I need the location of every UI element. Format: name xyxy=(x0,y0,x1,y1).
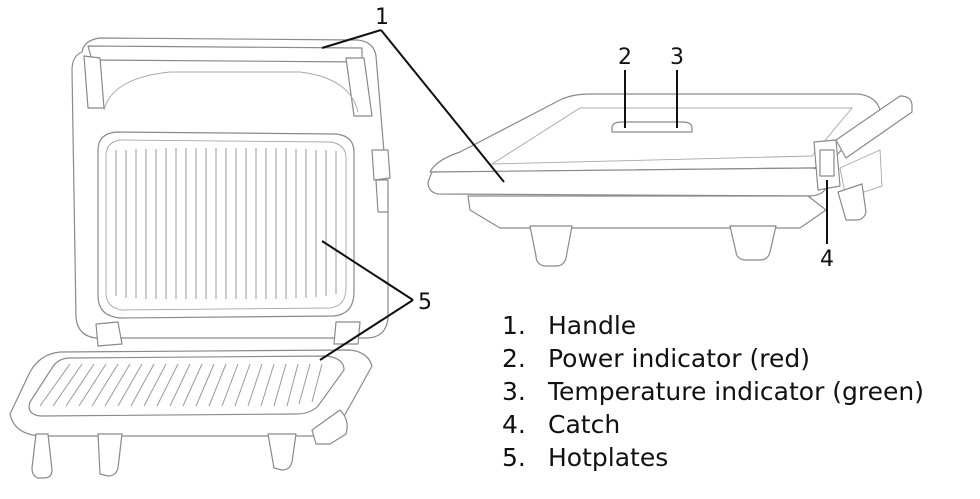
legend-label: Handle xyxy=(548,311,637,340)
legend-item-temperature-indicator: 3. Temperature indicator (green) xyxy=(502,375,924,408)
legend-item-power-indicator: 2. Power indicator (red) xyxy=(502,342,924,375)
upper-hotplate-ribs xyxy=(115,148,337,299)
legend-item-handle: 1. Handle xyxy=(502,309,924,342)
leader-5-to-lower-plate xyxy=(319,299,414,361)
legend-number: 1. xyxy=(502,311,526,340)
callout-2: 2 xyxy=(618,45,632,70)
lower-hotplate-ribs xyxy=(39,363,323,407)
legend-item-hotplates: 5. Hotplates xyxy=(502,441,924,474)
legend-label: Power indicator (red) xyxy=(548,344,811,373)
legend-number: 2. xyxy=(502,344,526,373)
parts-legend: 1. Handle 2. Power indicator (red) 3. Tempe… xyxy=(502,309,924,474)
callout-5: 5 xyxy=(418,290,432,315)
legend-label: Temperature indicator (green) xyxy=(548,377,925,406)
legend-number: 4. xyxy=(502,410,526,439)
legend-label: Hotplates xyxy=(548,443,669,472)
open-grill-illustration xyxy=(9,37,391,479)
legend-number: 3. xyxy=(502,377,526,406)
leader-lines xyxy=(319,29,828,361)
leader-1-to-closed-handle xyxy=(380,29,505,183)
legend-label: Catch xyxy=(548,410,621,439)
legend-item-catch: 4. Catch xyxy=(502,408,924,441)
leader-1-to-lid xyxy=(321,29,382,49)
closed-grill-illustration xyxy=(427,93,913,267)
legend-number: 5. xyxy=(502,443,526,472)
callout-4: 4 xyxy=(820,247,834,272)
callout-3: 3 xyxy=(670,45,684,70)
callout-1: 1 xyxy=(375,5,389,30)
leader-5-to-upper-plate xyxy=(321,240,414,301)
